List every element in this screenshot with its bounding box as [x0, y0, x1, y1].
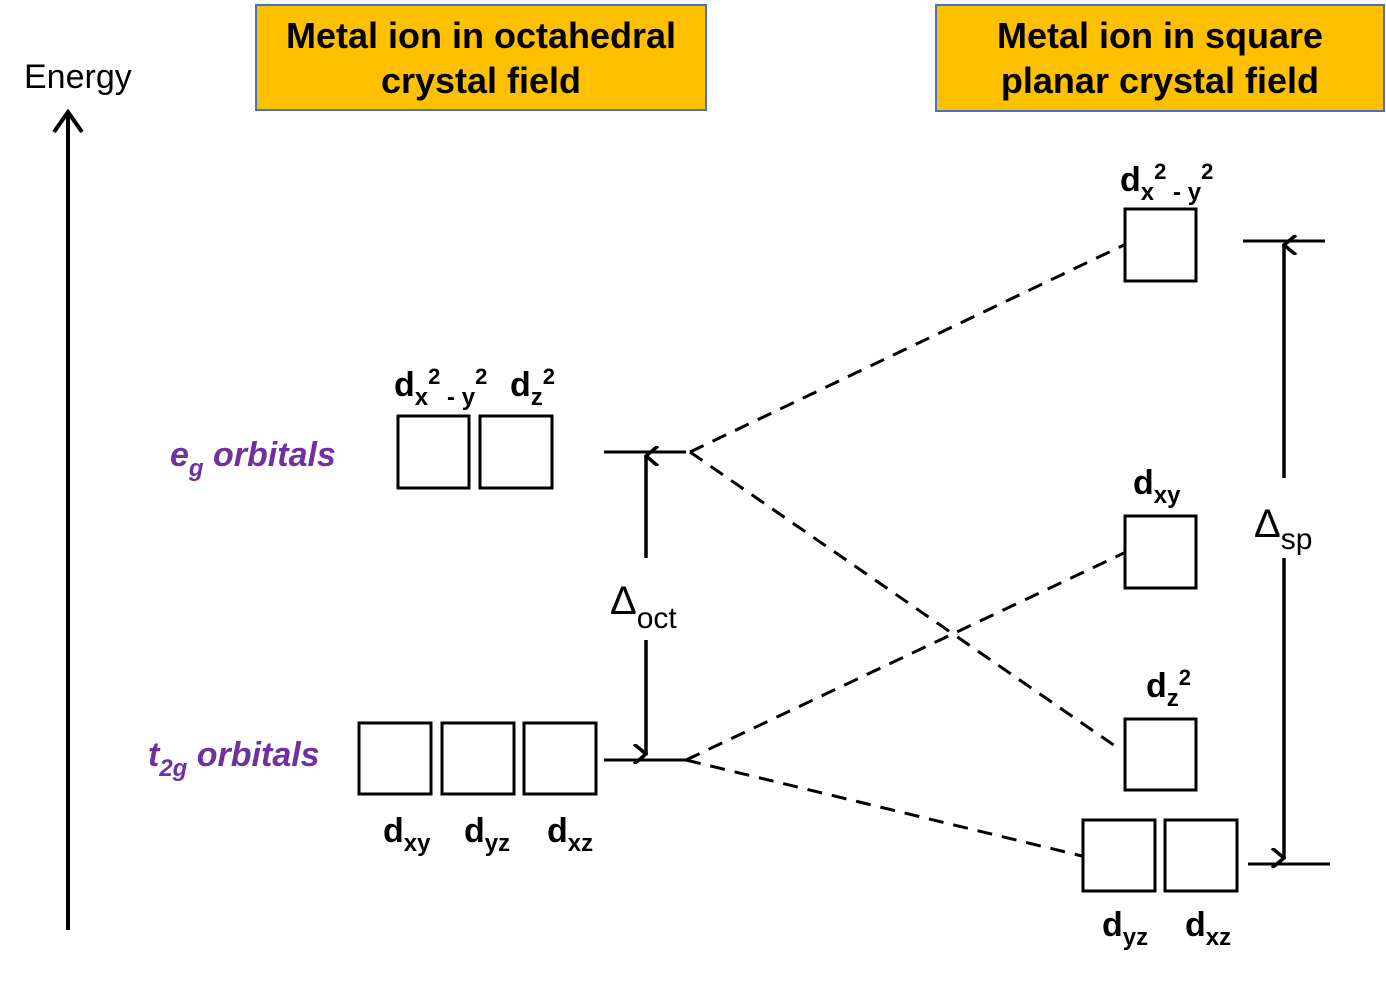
- energy-axis-label: Energy: [24, 58, 132, 96]
- octahedral-header-line2: crystal field: [381, 60, 581, 101]
- correlation-line-eg-to-dx2y2: [689, 243, 1125, 454]
- octahedral-header: Metal ion in octahedral crystal field: [255, 4, 707, 111]
- correlation-line-t2g-to-dyz-dxz: [685, 758, 1083, 858]
- sp-dxy-orbital-box: [1123, 514, 1198, 590]
- oct-dz2-label: dz2: [510, 364, 555, 411]
- energy-axis-arrowhead: [52, 108, 84, 134]
- sp-dxz-label: dxz: [1185, 906, 1231, 951]
- sp-dxy-label: dxy: [1133, 464, 1181, 509]
- eg-orbitals-label: eg orbitals: [170, 436, 336, 482]
- oct-dx2y2-label: dx2 - y2: [394, 364, 487, 411]
- sp-dx2y2-label: dx2 - y2: [1120, 159, 1213, 206]
- delta-oct-label: Δoct: [610, 579, 677, 635]
- oct-dx2y2-orbital-box: [396, 414, 471, 490]
- sp-dyz-label: dyz: [1102, 906, 1148, 951]
- delta-sp-label: Δsp: [1254, 502, 1312, 556]
- square-planar-header: Metal ion in square planar crystal field: [935, 4, 1385, 112]
- correlation-line-eg-to-dz2: [689, 450, 1119, 750]
- square-planar-header-box: [935, 4, 1385, 112]
- oct-dyz-label: dyz: [464, 812, 510, 857]
- correlation-line-t2g-to-dxy: [685, 551, 1125, 762]
- sp-dxz-orbital-box: [1163, 818, 1239, 893]
- oct-dxz-orbital-box: [522, 721, 598, 796]
- t2g-orbitals-label: t2g orbitals: [148, 736, 320, 782]
- oct-dxy-orbital-box: [357, 721, 433, 796]
- octahedral-header-line1: Metal ion in octahedral: [286, 15, 676, 56]
- square-planar-header-line2: planar crystal field: [1001, 60, 1319, 101]
- sp-dx2y2-orbital-box: [1123, 207, 1198, 283]
- oct-dxz-label: dxz: [547, 812, 593, 857]
- oct-dz2-orbital-box: [478, 414, 554, 490]
- square-planar-header-line1: Metal ion in square: [997, 15, 1323, 56]
- sp-dyz-orbital-box: [1081, 818, 1157, 893]
- octahedral-header-box: [255, 4, 707, 111]
- sp-dz2-orbital-box: [1123, 717, 1198, 792]
- oct-dxy-label: dxy: [383, 812, 431, 857]
- oct-dyz-orbital-box: [440, 721, 516, 796]
- sp-dz2-label: dz2: [1146, 665, 1191, 712]
- correlation-lines: [685, 243, 1125, 858]
- energy-axis: Energy: [24, 58, 132, 930]
